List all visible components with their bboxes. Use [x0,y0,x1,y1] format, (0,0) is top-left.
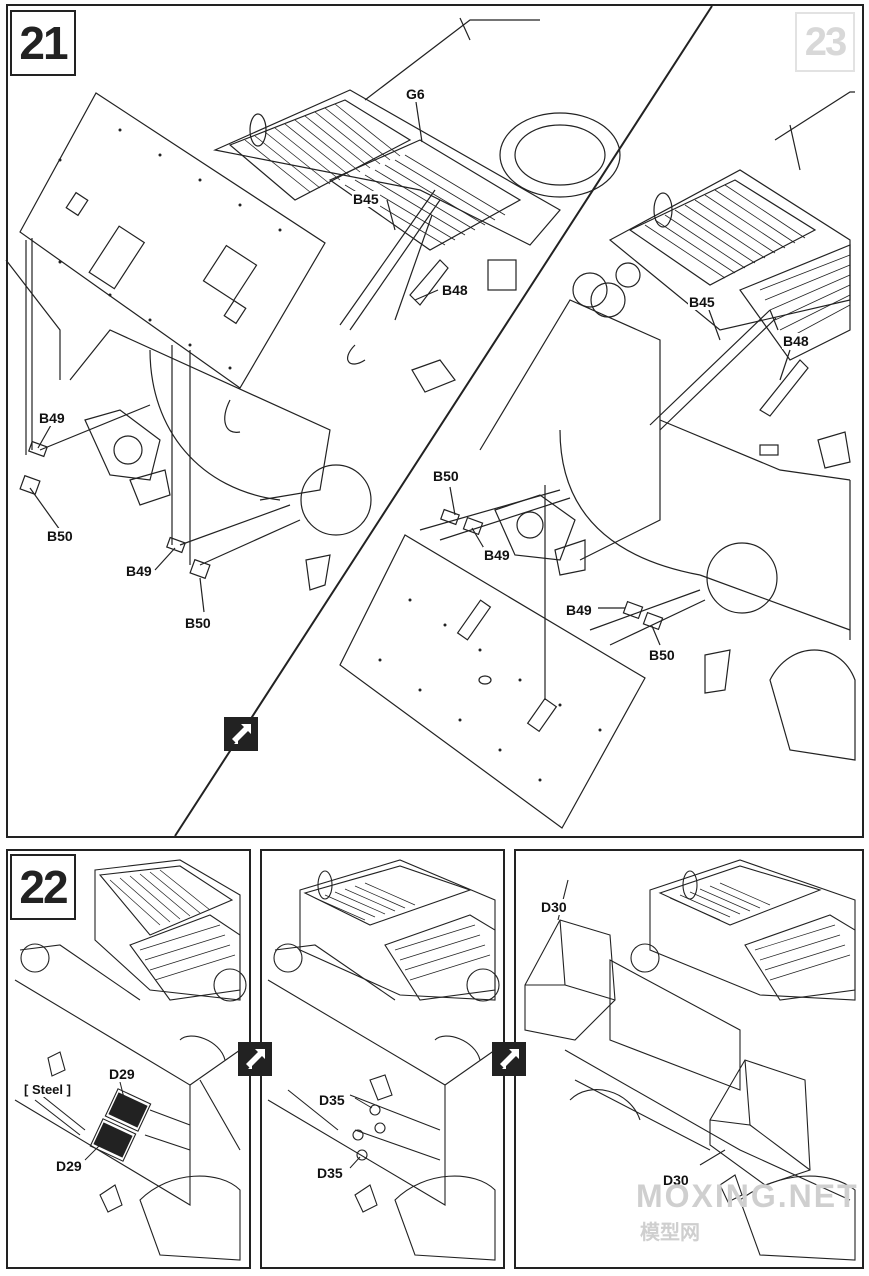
part-label-d29-a: D29 [108,1066,136,1082]
part-label-b48-right: B48 [782,333,810,349]
part-label-b50-left-b: B50 [184,615,212,631]
step-number-23-ghost: 23 [795,12,855,72]
step-number-21: 21 [10,10,76,76]
watermark-latin: MOXING.NET [636,1178,859,1214]
part-label-d35-a: D35 [318,1092,346,1108]
part-label-b49-right-b: B49 [565,602,593,618]
part-label-b49-left-b: B49 [125,563,153,579]
part-label-d29-b: D29 [55,1158,83,1174]
material-note-steel: [ Steel ] [24,1082,71,1097]
part-label-b50-left-a: B50 [46,528,74,544]
part-label-d30-a: D30 [540,899,568,915]
part-label-b49-right-a: B49 [483,547,511,563]
part-label-b50-right-b: B50 [648,647,676,663]
part-label-b45-right: B45 [688,294,716,310]
watermark-chinese: 模型网 [640,1222,700,1244]
step22-panel-c [514,849,864,1269]
part-label-b49-left-a: B49 [38,410,66,426]
part-label-b50-right-a: B50 [432,468,460,484]
part-label-g6: G6 [405,86,426,102]
part-label-b48-left: B48 [441,282,469,298]
part-label-d35-b: D35 [316,1165,344,1181]
part-label-d30-b: D30 [662,1172,690,1188]
part-label-b45-left: B45 [352,191,380,207]
next-step-arrow-icon [238,1042,272,1076]
step-number-22: 22 [10,854,76,920]
next-step-arrow-icon [224,717,258,751]
step21-panel [6,4,864,838]
next-step-arrow-icon [492,1042,526,1076]
